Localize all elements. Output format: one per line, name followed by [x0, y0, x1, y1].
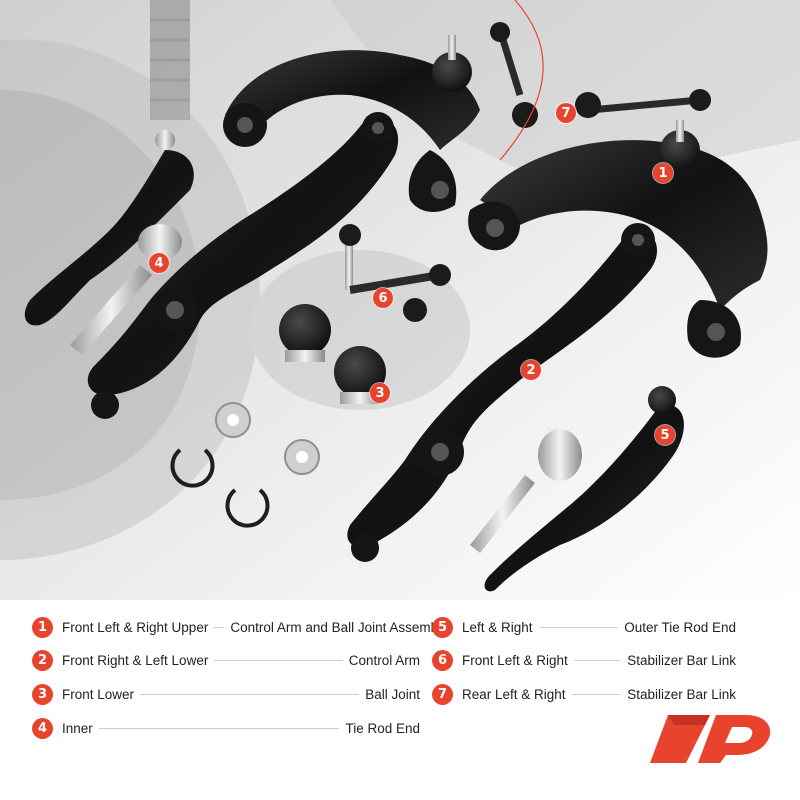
legend-number: 5: [432, 616, 453, 638]
legend-item-6: 6 Front Left & Right Stabilizer Bar Link: [432, 649, 736, 671]
legend-number: 1: [32, 616, 53, 638]
badge-4: 4: [149, 253, 169, 273]
legend-item-4: 4 Inner Tie Rod End: [32, 717, 420, 739]
badge-2: 2: [521, 360, 541, 380]
leader-line: [214, 659, 343, 661]
legend-label: Left & Right: [462, 619, 533, 635]
legend-item-1: 1 Front Left & Right Upper Control Arm a…: [32, 616, 448, 638]
legend-label: Rear Left & Right: [462, 686, 566, 702]
upper-control-arm-front: [468, 120, 768, 358]
tie-rod-right: [470, 386, 684, 592]
legend-number: 7: [432, 683, 453, 705]
legend-value: Stabilizer Bar Link: [627, 652, 736, 668]
lower-control-arm-front: [347, 223, 658, 562]
leader-line: [214, 626, 225, 628]
leader-line: [98, 727, 340, 729]
legend-value: Stabilizer Bar Link: [627, 686, 736, 702]
legend-number: 6: [432, 649, 453, 671]
legend-number: 3: [32, 683, 53, 705]
badge-5: 5: [655, 425, 675, 445]
leader-line: [571, 693, 622, 695]
stabilizer-link-rear: [490, 0, 711, 161]
product-photo: [0, 0, 800, 600]
legend-item-7: 7 Rear Left & Right Stabilizer Bar Link: [432, 683, 736, 705]
legend-label: Front Lower: [62, 686, 135, 702]
legend-label: Inner: [62, 720, 93, 736]
legend-item-5: 5 Left & Right Outer Tie Rod End: [432, 616, 736, 638]
legend-label: Front Left & Right Upper: [62, 619, 209, 635]
lower-control-arm-rear: [87, 112, 399, 419]
legend-value: Control Arm: [348, 652, 420, 668]
leader-line: [538, 626, 619, 628]
leader-line: [140, 693, 360, 695]
badge-6: 6: [373, 288, 393, 308]
legend-label: Front Right & Left Lower: [62, 652, 209, 668]
legend-value: Outer Tie Rod End: [624, 619, 736, 635]
legend-item-2: 2 Front Right & Left Lower Control Arm: [32, 649, 420, 671]
legend-value: Tie Rod End: [345, 720, 420, 736]
badge-3: 3: [370, 383, 390, 403]
leader-line: [573, 659, 622, 661]
legend-value: Control Arm and Ball Joint Assembly: [230, 619, 448, 635]
brand-logo-icon: [650, 715, 771, 763]
legend-label: Front Left & Right: [462, 652, 568, 668]
badge-7: 7: [556, 103, 576, 123]
upper-control-arm-rear: [223, 35, 480, 212]
washers-and-snap-rings: [170, 402, 320, 528]
inner-tie-rod-left: [24, 130, 194, 355]
stabilizer-link-front: [339, 224, 451, 322]
legend-item-3: 3 Front Lower Ball Joint: [32, 683, 420, 705]
legend-number: 2: [32, 649, 53, 671]
badge-1: 1: [653, 163, 673, 183]
parts-legend: 1 Front Left & Right Upper Control Arm a…: [0, 610, 800, 800]
legend-value: Ball Joint: [365, 686, 420, 702]
legend-number: 4: [32, 717, 53, 739]
